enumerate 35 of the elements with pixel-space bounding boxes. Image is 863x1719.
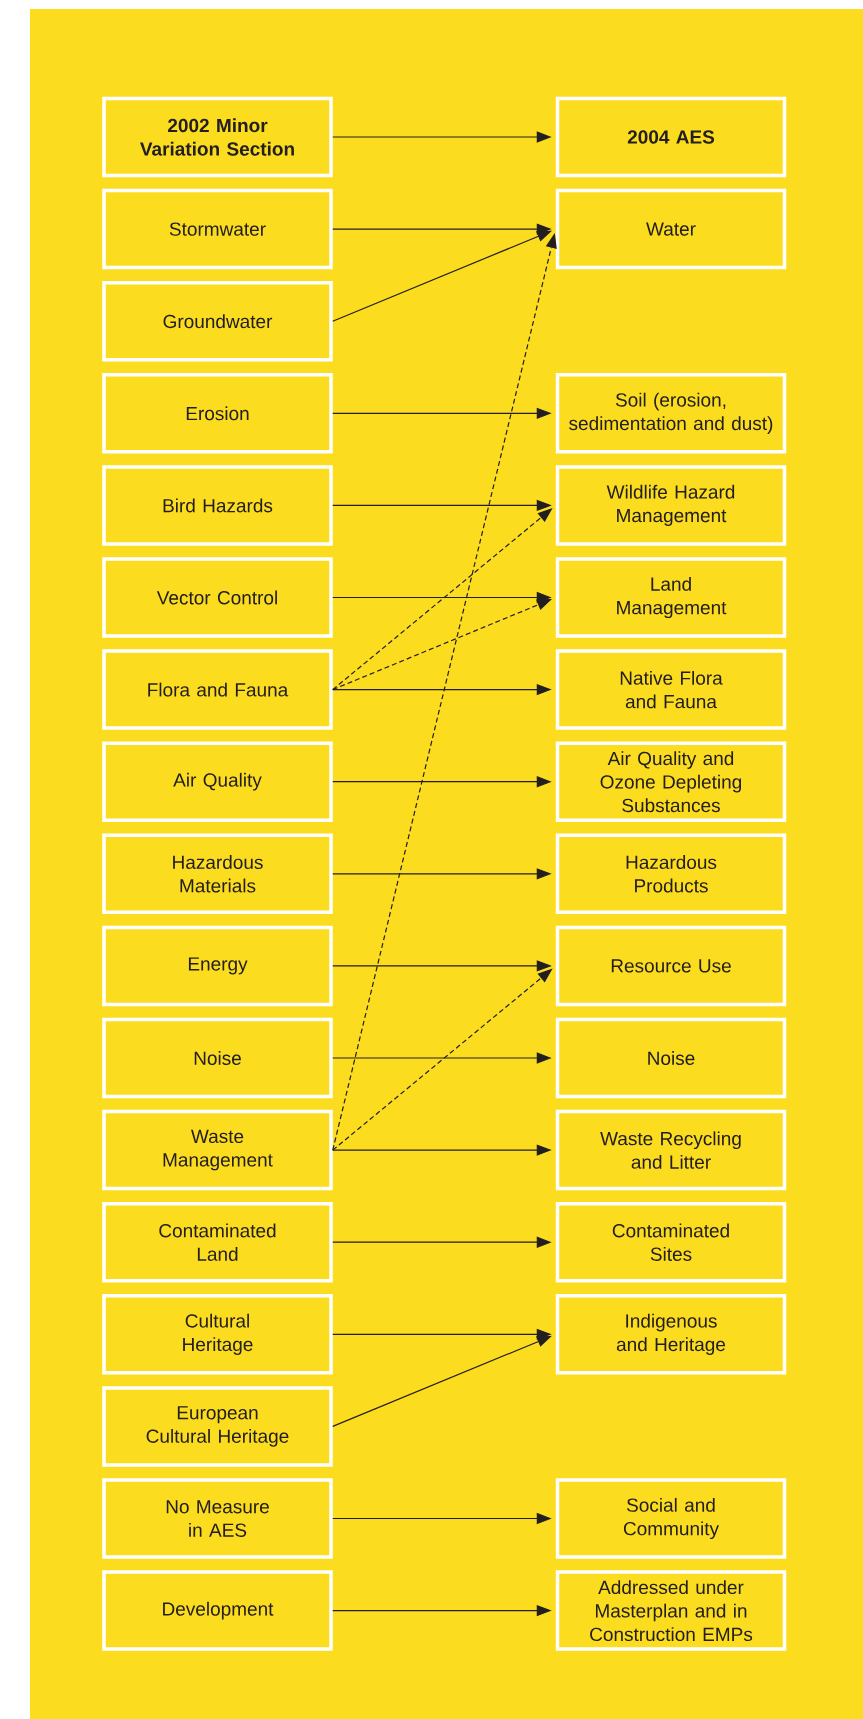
text-box: Land Management — [555, 557, 787, 638]
text-box: Waste Recycling and Litter — [555, 1109, 787, 1191]
arrow — [332, 1335, 552, 1427]
arrow — [332, 230, 552, 322]
text-box: Noise — [555, 1017, 787, 1099]
text-box: Waste Management — [102, 1109, 333, 1191]
dashed-arrow — [332, 599, 552, 691]
text-box: Energy — [102, 925, 333, 1007]
text-box: Native Flora and Fauna — [555, 649, 787, 730]
text-box: Hazardous Materials — [102, 833, 333, 915]
text-box: Bird Hazards — [102, 465, 333, 546]
text-box: Vector Control — [102, 557, 333, 638]
text-box: Air Quality and Ozone Depleting Substances — [555, 741, 787, 822]
text-box: Cultural Heritage — [102, 1294, 333, 1375]
text-box: Contaminated Sites — [555, 1201, 787, 1283]
text-box: Social and Community — [555, 1478, 787, 1559]
text-box: Noise — [102, 1017, 333, 1099]
text-box: Hazardous Products — [555, 833, 787, 915]
text-box: Indigenous and Heritage — [555, 1294, 787, 1375]
text-box: Resource Use — [555, 925, 787, 1007]
text-box: Addressed under Masterplan and in Construction EMPs — [555, 1570, 787, 1651]
text-box: No Measure in AES — [102, 1478, 333, 1559]
text-box: Water — [555, 188, 787, 270]
text-box: Contaminated Land — [102, 1201, 333, 1283]
text-box: Air Quality — [102, 741, 333, 822]
text-box: European Cultural Heritage — [102, 1386, 333, 1467]
text-box: Stormwater — [102, 188, 333, 270]
text-box: Development — [102, 1570, 333, 1651]
text-box: Soil (erosion, sedimentation and dust) — [555, 373, 787, 454]
text-box: Flora and Fauna — [102, 649, 333, 730]
text-box: Wildlife Hazard Management — [555, 465, 787, 546]
text-box: Groundwater — [102, 280, 333, 362]
text-box: Erosion — [102, 373, 333, 454]
text-box: 2002 Minor Variation Section — [102, 96, 333, 178]
text-box: 2004 AES — [555, 96, 787, 178]
